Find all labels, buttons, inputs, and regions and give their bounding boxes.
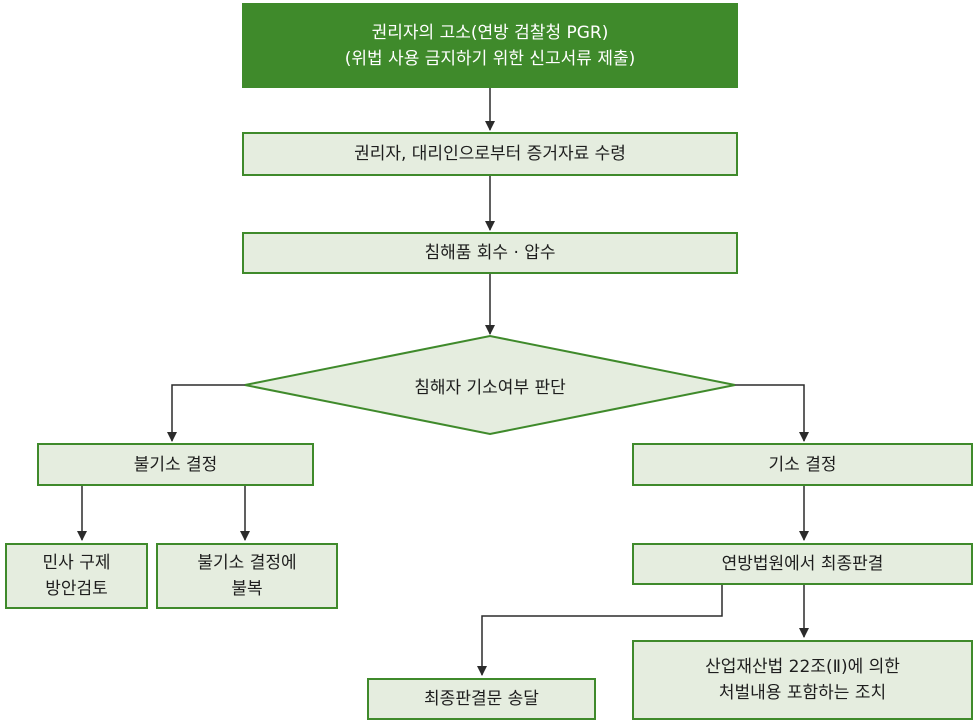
indictment-label: 기소 결정 [768,454,837,475]
complaint-box: 권리자의 고소(연방 검찰청 PGR) (위법 사용 금지하기 위한 신고서류 … [242,3,738,88]
civil-remedy-line1: 민사 구제 [42,553,111,573]
evidence-label: 권리자, 대리인으로부터 증거자료 수령 [354,144,626,164]
no-indictment-label: 불기소 결정 [133,454,218,475]
civil-remedy-line2: 방안검토 [45,579,108,599]
decision-label-wrap: 침해자 기소여부 판단 [245,336,735,434]
arrow-decision-to-indictment [735,384,809,442]
decision-label: 침해자 기소여부 판단 [414,377,566,398]
measures-line2: 처벌내용 포함하는 조치 [718,683,887,703]
arrow-judgment-to-send [477,585,723,676]
complaint-line1: 권리자의 고소(연방 검찰청 PGR) [371,22,609,43]
evidence-box: 권리자, 대리인으로부터 증거자료 수령 [242,132,738,176]
seizure-box: 침해품 회수 · 압수 [242,232,738,274]
complaint-line2: (위법 사용 금지하기 위한 신고서류 제출) [344,48,636,69]
seizure-label: 침해품 회수 · 압수 [424,243,556,263]
send-judgment-label: 최종판결문 송달 [424,689,539,709]
indictment-box: 기소 결정 [632,443,973,486]
no-indictment-box: 불기소 결정 [37,443,314,486]
measures-box: 산업재산법 22조(Ⅱ)에 의한 처벌내용 포함하는 조치 [632,640,973,720]
final-judgment-label: 연방법원에서 최종판결 [721,554,884,574]
objection-line2: 불복 [231,579,263,599]
measures-line1: 산업재산법 22조(Ⅱ)에 의한 [705,657,900,677]
civil-remedy-box: 민사 구제 방안검토 [5,543,148,609]
final-judgment-box: 연방법원에서 최종판결 [632,543,973,585]
objection-line1: 불기소 결정에 [197,553,297,573]
objection-box: 불기소 결정에 불복 [156,543,338,609]
arrow-decision-to-no-indictment [167,384,245,442]
send-judgment-box: 최종판결문 송달 [367,678,596,720]
